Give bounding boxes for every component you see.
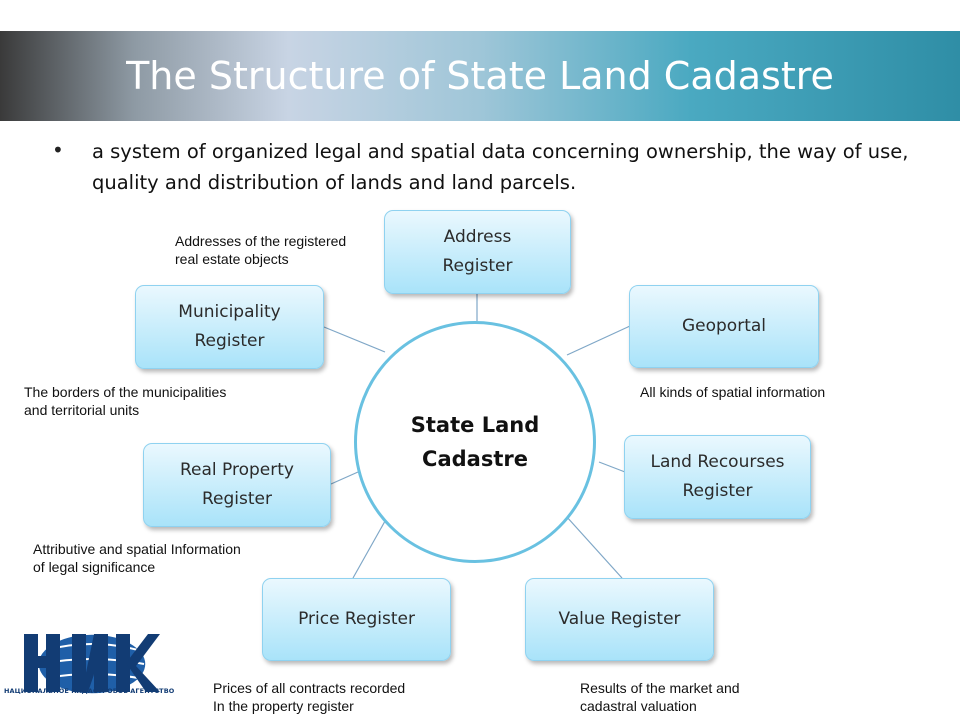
logo-caption: НАЦИОНАЛЬНОЕ КАДАСТРОВОЕ АГЕНТСТВО	[4, 687, 175, 695]
note-municipality: The borders of the municipalities and te…	[24, 384, 227, 418]
node-geoportal: Geoportal	[629, 285, 819, 368]
node-municipality-register: Municipality Register	[135, 285, 324, 369]
note-price: Prices of all contracts recorded In the …	[213, 680, 406, 714]
bullet-marker: •	[52, 138, 64, 162]
note-real-property: Attributive and spatial Information of l…	[33, 541, 241, 575]
connector-value	[565, 515, 623, 579]
node-price-register: Price Register	[262, 578, 451, 661]
title-band	[0, 31, 960, 121]
bullet-text: a system of organized legal and spatial …	[92, 140, 909, 194]
agency-logo	[24, 633, 160, 695]
connector-geoportal	[566, 325, 631, 356]
note-value: Results of the market and cadastral valu…	[580, 680, 740, 714]
connector-land-resources	[598, 461, 626, 473]
node-address-register: Address Register	[384, 210, 571, 294]
note-address: Addresses of the registered real estate …	[175, 233, 347, 267]
center-node-state-land-cadastre: State Land Cadastre	[354, 321, 596, 563]
note-geoportal: All kinds of spatial information	[640, 384, 826, 400]
center-node-label: State Land Cadastre	[410, 413, 540, 471]
connector-price	[352, 513, 390, 579]
slide-title: The Structure of State Land Cadastre	[126, 54, 834, 98]
node-real-property-register: Real Property Register	[143, 443, 331, 527]
node-value-register: Value Register	[525, 578, 714, 661]
node-land-resources-register: Land Recourses Register	[624, 435, 811, 519]
connector-real-property	[330, 471, 359, 485]
connector-municipality	[323, 326, 386, 353]
